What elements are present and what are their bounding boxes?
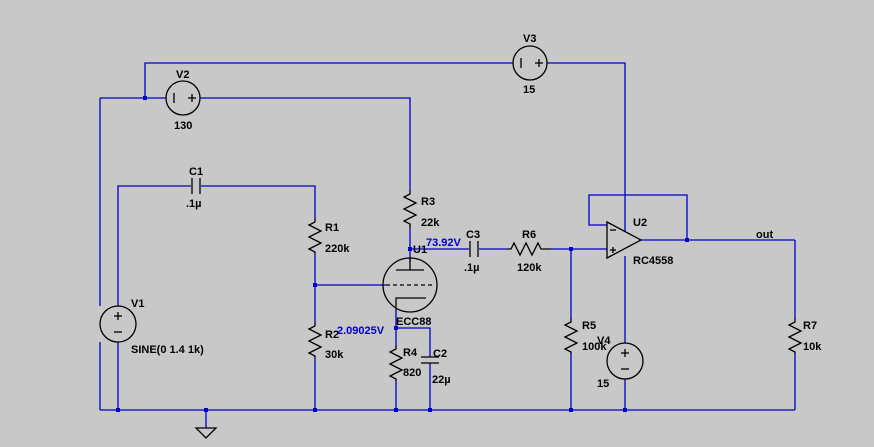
u1-name: U1 <box>413 244 427 256</box>
c2-name: C2 <box>433 348 447 360</box>
voltage-source-v4[interactable]: V4 15 <box>597 335 644 390</box>
r3-value: 22k <box>421 217 440 229</box>
voltage-source-v2[interactable]: V2 130 <box>165 69 201 132</box>
v3-value: 15 <box>523 84 535 96</box>
resistor-r2[interactable]: R2 30k <box>307 322 344 361</box>
u2-name: U2 <box>633 217 647 229</box>
c1-value: .1µ <box>186 198 202 210</box>
r6-value: 120k <box>517 262 542 274</box>
resistor-r7[interactable]: R7 10k <box>787 318 822 354</box>
resistor-r3[interactable]: R3 22k <box>402 190 440 229</box>
capacitor-c2[interactable]: C2 22µ <box>421 348 451 386</box>
v1-value: SINE(0 1.4 1k) <box>131 344 204 356</box>
r2-name: R2 <box>325 329 339 341</box>
r1-name: R1 <box>325 222 339 234</box>
resistor-r4[interactable]: R4 820 <box>388 345 421 381</box>
voltage-source-v1[interactable]: V1 SINE(0 1.4 1k) <box>99 298 204 356</box>
probe-plate-voltage: 73.92V <box>426 237 462 249</box>
resistor-r5[interactable]: R5 100k <box>563 318 607 354</box>
r5-value: 100k <box>582 341 607 353</box>
v4-value: 15 <box>597 378 609 390</box>
r2-value: 30k <box>325 349 344 361</box>
capacitor-c1[interactable]: C1 .1µ <box>186 166 203 210</box>
c3-name: C3 <box>466 229 480 241</box>
r7-value: 10k <box>803 341 822 353</box>
junction-dots <box>116 96 689 412</box>
u1-value: ECC88 <box>396 316 431 328</box>
ground-symbol[interactable] <box>194 427 218 439</box>
r4-value: 820 <box>403 367 421 379</box>
r4-name: R4 <box>403 347 418 359</box>
v4-name: V4 <box>597 335 611 347</box>
r6-name: R6 <box>522 229 536 241</box>
capacitor-c3[interactable]: C3 .1µ <box>464 229 480 274</box>
resistor-r6[interactable]: R6 120k <box>507 229 551 274</box>
u2-value: RC4558 <box>633 255 673 267</box>
v1-name: V1 <box>131 298 144 310</box>
probe-cathode-voltage: 2.09025V <box>337 325 385 337</box>
opamp-u2[interactable]: U2 RC4558 <box>606 217 673 267</box>
v2-value: 130 <box>174 120 192 132</box>
resistor-r1[interactable]: R1 220k <box>307 218 350 255</box>
wires <box>99 62 796 428</box>
c2-value: 22µ <box>432 374 451 386</box>
c3-value: .1µ <box>464 262 480 274</box>
r1-value: 220k <box>325 243 350 255</box>
r7-name: R7 <box>803 320 817 332</box>
v2-name: V2 <box>176 69 189 81</box>
r3-name: R3 <box>421 196 435 208</box>
voltage-source-v3[interactable]: V3 15 <box>512 33 548 96</box>
net-label-out[interactable]: out <box>756 229 773 241</box>
triode-u1[interactable]: U1 ECC88 <box>382 244 438 328</box>
c1-name: C1 <box>189 166 203 178</box>
v3-name: V3 <box>523 33 536 45</box>
r5-name: R5 <box>582 320 596 332</box>
